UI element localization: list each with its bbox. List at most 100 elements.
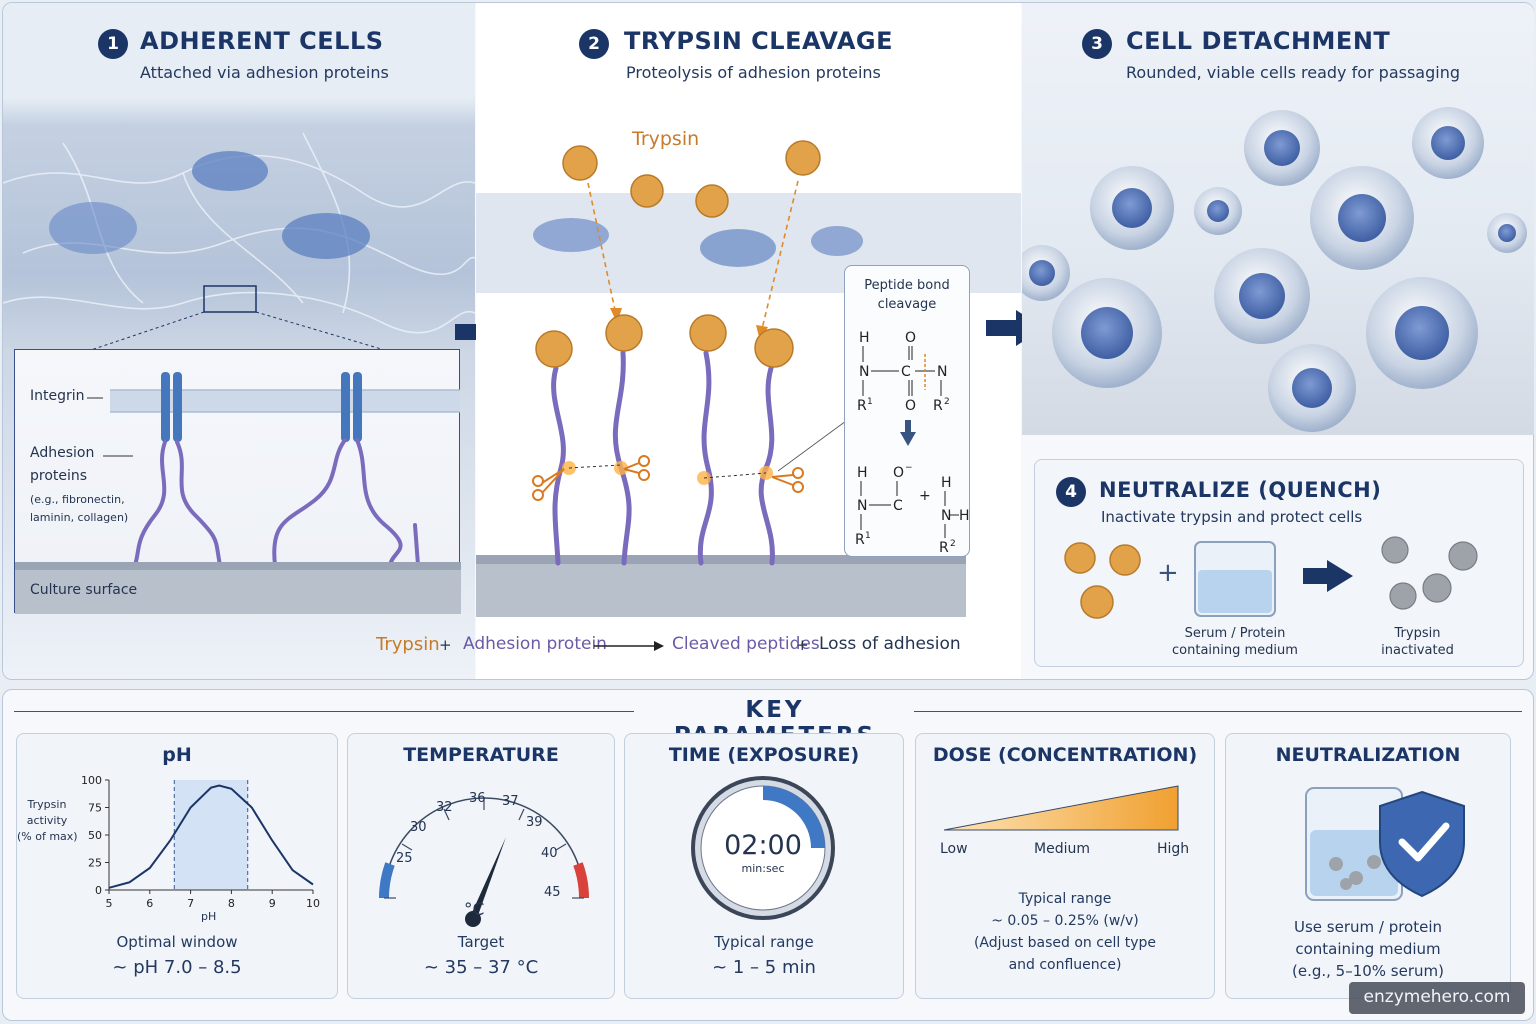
- heading-rule-right: [914, 711, 1522, 712]
- time-value: ~ 1 – 5 min: [712, 957, 816, 978]
- svg-text:R: R: [857, 398, 867, 414]
- bond-title-line2: cleavage: [877, 297, 937, 312]
- trypsin-icon: [562, 145, 598, 181]
- zoom-inset: Integrin Adhesion proteins (e.g., fibron…: [14, 349, 461, 614]
- temp-tick: 30: [410, 820, 427, 835]
- neutralize-plus: +: [1157, 558, 1179, 588]
- svg-text:1: 1: [867, 397, 873, 407]
- equation-arrow-icon: [594, 641, 664, 651]
- adhesion-protein-strand: [133, 440, 167, 567]
- trypsin-icon: [689, 314, 727, 352]
- result-arrow-icon: [1303, 560, 1353, 592]
- step-title: ADHERENT CELLS: [140, 27, 384, 55]
- equation-loss: Loss of adhesion: [819, 634, 961, 654]
- trypsin-icon: [605, 314, 643, 352]
- equation-adhesion: Adhesion protein: [463, 634, 607, 654]
- neutralization-line2: containing medium: [1295, 940, 1441, 958]
- clock-unit: min:sec: [741, 862, 785, 875]
- step-number: 1: [98, 29, 128, 59]
- temp-unit: °C: [464, 900, 485, 920]
- activity-curve: [108, 784, 314, 889]
- svg-text:O: O: [905, 330, 916, 346]
- inactive-trypsin-icon: [1381, 536, 1409, 564]
- step-subtitle: Proteolysis of adhesion proteins: [626, 63, 881, 82]
- integrin-icon: [341, 372, 350, 442]
- trypsin-icon: [785, 140, 821, 176]
- x-tick-label: 7: [187, 897, 194, 910]
- svg-text:O: O: [893, 465, 904, 481]
- clock-readout: 02:00: [724, 830, 802, 861]
- cell-nucleus: [811, 226, 863, 256]
- time-card: TIME (EXPOSURE) 02:00 min:sec Typical ra…: [624, 733, 904, 999]
- inactive-trypsin-icon: [1422, 573, 1452, 603]
- adhesion-protein-strand: [697, 350, 714, 566]
- culture-surface: [476, 555, 966, 617]
- svg-text:−: −: [905, 463, 913, 473]
- svg-text:H: H: [941, 475, 952, 491]
- dose-line3: (Adjust based on cell type: [973, 935, 1157, 951]
- temperature-title: TEMPERATURE: [403, 744, 559, 766]
- beaker-icon: [1305, 787, 1403, 901]
- result-label-line2: inactivated: [1381, 643, 1454, 658]
- medium-label-line2: containing medium: [1172, 643, 1298, 658]
- dose-line1: Typical range: [1018, 891, 1112, 907]
- culture-surface: [15, 562, 461, 614]
- svg-text:2: 2: [950, 539, 956, 549]
- cell-nucleus: [282, 213, 370, 259]
- optimal-window: [174, 780, 248, 890]
- detached-cell: [1268, 344, 1356, 432]
- bond-title-line1: Peptide bond: [864, 278, 950, 293]
- cell-layer-illustration: [3, 132, 475, 352]
- cell-membrane: [110, 390, 460, 412]
- trypsin-icon: [630, 174, 664, 208]
- neutralization-line3: (e.g., 5–10% serum): [1291, 962, 1444, 980]
- result-label-line1: Trypsin: [1394, 626, 1441, 641]
- temp-tick: 45: [544, 885, 561, 900]
- x-tick-label: 6: [146, 897, 153, 910]
- detached-cell: [1310, 166, 1414, 270]
- equation-peptides: Cleaved peptides: [672, 634, 820, 654]
- shield-check-icon: [1379, 790, 1465, 898]
- temp-tick: 32: [436, 800, 453, 815]
- detached-cell: [1412, 107, 1484, 179]
- svg-text:O: O: [905, 398, 916, 414]
- scissors-icon: [771, 467, 804, 493]
- ph-ylabel-line3: (% of max): [17, 830, 78, 843]
- adhesion-protein-strand: [551, 365, 566, 566]
- panel-cell-detachment: 3 CELL DETACHMENT Rounded, viable cells …: [1022, 3, 1534, 435]
- temp-tick: 37: [502, 794, 519, 809]
- adhesion-examples-line2: laminin, collagen): [30, 511, 129, 524]
- y-tick-label: 75: [88, 802, 102, 815]
- integrin-label: Integrin: [30, 388, 85, 404]
- gauge-needle: [470, 837, 506, 921]
- svg-text:H: H: [859, 330, 870, 346]
- integrin-adhesion-illustration: [15, 372, 461, 614]
- temp-tick: 40: [541, 846, 558, 861]
- dose-low: Low: [940, 841, 968, 857]
- zoom-region-box: [203, 285, 257, 313]
- beaker-shield-icon: [1305, 787, 1465, 901]
- cell-nucleus: [192, 151, 268, 191]
- adhesion-label-line1: Adhesion: [30, 445, 95, 461]
- trypsin-icon: [754, 328, 794, 368]
- medium-label-line1: Serum / Protein: [1184, 626, 1286, 641]
- detached-cell: [1244, 110, 1320, 186]
- detached-cell: [1366, 277, 1478, 389]
- dose-card: DOSE (CONCENTRATION) Low Medium High Typ…: [915, 733, 1215, 999]
- gauge-cold-zone: [379, 862, 395, 899]
- trypsin-icon: [695, 184, 729, 218]
- scissors-icon: [532, 468, 565, 501]
- y-tick-label: 100: [81, 774, 102, 787]
- trypsin-label: Trypsin: [632, 128, 700, 150]
- trypsin-icon: [535, 330, 573, 368]
- step-title: TRYPSIN CLEAVAGE: [624, 27, 894, 55]
- step-subtitle: Inactivate trypsin and protect cells: [1101, 508, 1363, 526]
- x-tick-label: 10: [306, 897, 320, 910]
- panel-adherent-cells: 1 ADHERENT CELLS Attached via adhesion p…: [3, 3, 475, 679]
- svg-text:R: R: [939, 540, 949, 554]
- detached-cell: [1487, 213, 1527, 253]
- temperature-card: TEMPERATURE 25 30 32 36 37 39 40 45 °C T…: [347, 733, 615, 999]
- step-number: 3: [1082, 29, 1112, 59]
